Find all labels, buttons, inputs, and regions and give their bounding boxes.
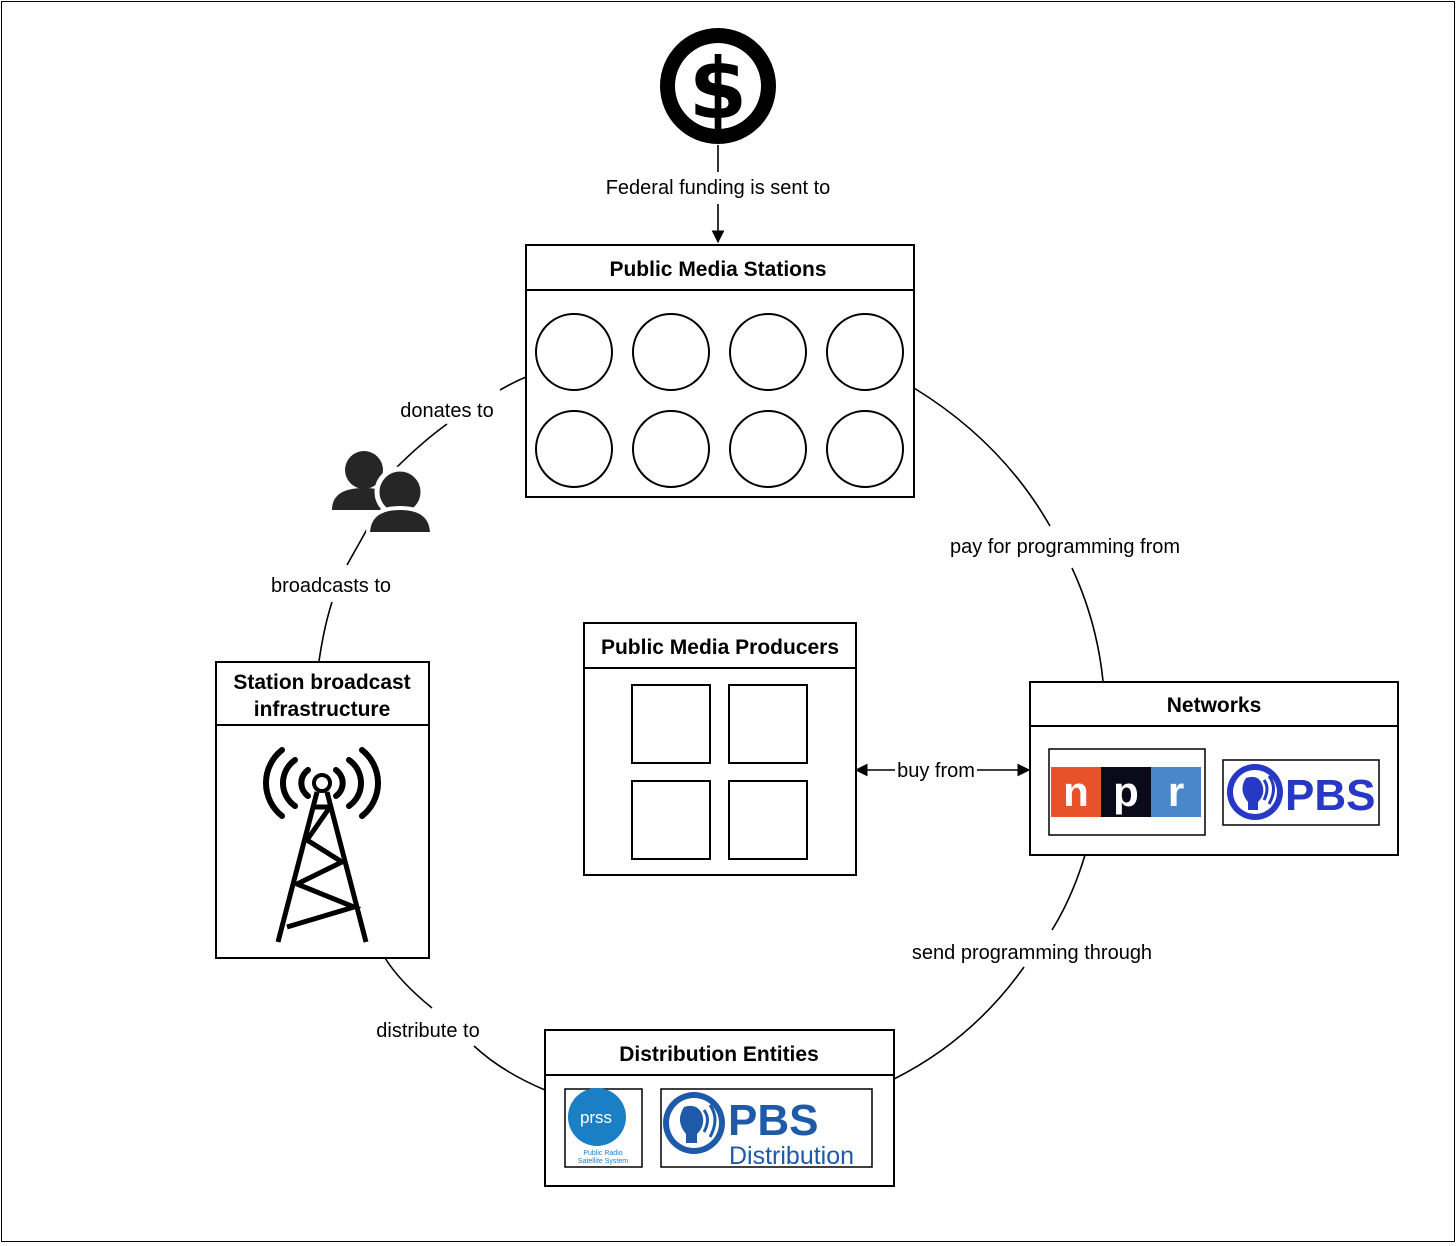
svg-text:r: r — [1168, 768, 1184, 815]
station-circle — [632, 313, 710, 391]
edge-send-upper — [1051, 854, 1086, 931]
edge-label-distribute: distribute to — [376, 1020, 479, 1042]
people-icon — [332, 451, 435, 536]
node-title-networks: Networks — [1167, 694, 1262, 717]
svg-text:PBS: PBS — [1285, 771, 1375, 820]
svg-text:Public Radio: Public Radio — [583, 1150, 622, 1157]
node-networks[interactable]: Networks n p r PBS — [1029, 681, 1399, 856]
edge-distribute-lower — [473, 1045, 546, 1091]
radio-tower-icon — [263, 747, 381, 943]
pbs-logo: PBS — [1222, 759, 1380, 826]
edge-send-lower — [893, 966, 1025, 1080]
node-title-producers: Public Media Producers — [601, 636, 839, 659]
edge-label-donates: donates to — [400, 400, 493, 422]
pbs-distribution-logo: PBS Distribution — [660, 1088, 873, 1170]
producer-square — [631, 684, 711, 764]
station-circle — [729, 313, 807, 391]
producer-square — [728, 780, 808, 860]
svg-text:Satellite System: Satellite System — [578, 1158, 628, 1165]
svg-text:Distribution: Distribution — [729, 1142, 854, 1170]
edge-label-send: send programming through — [912, 942, 1152, 964]
npr-logo: n p r — [1048, 748, 1206, 836]
prss-logo: prss Public Radio Satellite System — [564, 1088, 643, 1168]
node-public-media-stations[interactable]: Public Media Stations — [525, 244, 915, 498]
node-title-distribution: Distribution Entities — [619, 1043, 819, 1066]
station-circle — [826, 313, 904, 391]
node-title-infrastructure-2: infrastructure — [254, 698, 391, 721]
station-circle — [535, 313, 613, 391]
edge-label-buy: buy from — [897, 760, 975, 782]
producer-squares — [631, 684, 808, 860]
station-circle — [826, 410, 904, 488]
edge-pay-lower — [1071, 567, 1104, 682]
node-station-broadcast-infrastructure[interactable]: Station broadcast infrastructure — [215, 661, 430, 959]
svg-text:p: p — [1113, 768, 1139, 815]
station-circle — [729, 410, 807, 488]
producer-square — [728, 684, 808, 764]
edge-donates-upper — [499, 376, 527, 391]
edge-pay-upper — [913, 387, 1051, 527]
station-circle — [535, 410, 613, 488]
node-title-infrastructure-1: Station broadcast — [233, 671, 410, 694]
dollar-coin-icon: $ — [660, 28, 776, 144]
svg-text:n: n — [1063, 768, 1089, 815]
node-distribution-entities[interactable]: Distribution Entities prss Public Radio … — [544, 1029, 895, 1187]
node-title-stations: Public Media Stations — [609, 258, 826, 281]
svg-text:$: $ — [689, 40, 747, 138]
edge-broadcast-lower — [318, 601, 333, 662]
svg-text:prss: prss — [580, 1108, 612, 1127]
svg-text:PBS: PBS — [728, 1096, 818, 1145]
producer-square — [631, 780, 711, 860]
node-public-media-producers[interactable]: Public Media Producers — [583, 622, 857, 876]
edge-label-federal-funding: Federal funding is sent to — [606, 177, 831, 199]
edge-distribute-upper — [384, 957, 433, 1009]
station-circle — [632, 410, 710, 488]
edge-donates-lower — [393, 423, 448, 471]
edge-label-pay: pay for programming from — [950, 536, 1180, 558]
edge-label-broadcast: broadcasts to — [271, 575, 391, 597]
station-circles — [535, 313, 904, 488]
